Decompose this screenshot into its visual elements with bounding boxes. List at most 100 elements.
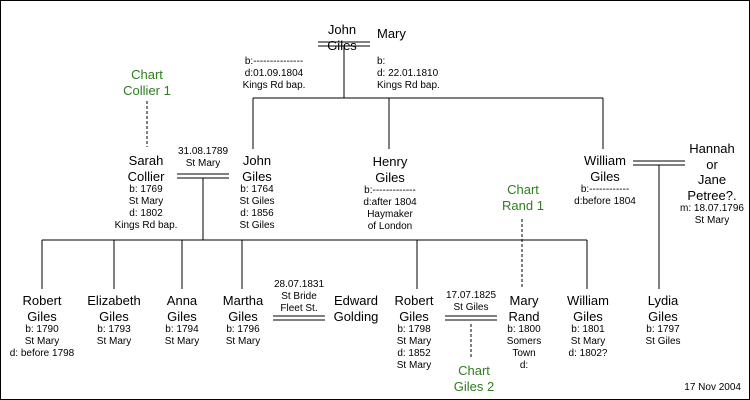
person-elizabeth-giles: Elizabeth Giles b: 1793 St Mary (87, 293, 140, 348)
person-name: Robert (22, 293, 62, 308)
person-anna-giles: Anna Giles b: 1794 St Mary (165, 293, 199, 348)
person-name: Giles (327, 37, 357, 53)
person-detail: b: 1794 (165, 324, 199, 336)
person-detail: b: 1798 (397, 324, 431, 336)
person-detail: d: before 1798 (9, 348, 75, 360)
person-detail: b: 1793 (97, 324, 131, 336)
person-detail: Kings Rd bap. (377, 80, 440, 91)
person-henry-giles: Henry Giles b:------------- d:after 1804… (363, 154, 416, 233)
person-name: Elizabeth (87, 293, 141, 308)
person-name: Robert (394, 293, 434, 308)
person-name: Giles (167, 308, 197, 324)
person-detail: St Mary (164, 336, 200, 348)
person-detail: St Giles (239, 220, 275, 232)
chart-link-text: Giles 2 (453, 378, 495, 394)
person-lydia-giles: Lydia Giles b: 1797 St Giles (645, 293, 680, 348)
chart-link-text: Chart (131, 67, 163, 82)
person-name: Rand (508, 308, 540, 324)
person-name: William (567, 293, 609, 308)
person-detail: St Mary (96, 336, 132, 348)
person-detail: m: 18.07.1796 (680, 203, 744, 215)
person-detail: St Giles (645, 336, 681, 348)
chart-link-rand-1[interactable]: Chart Rand 1 (502, 182, 544, 213)
person-name: John (327, 22, 357, 37)
person-name: or (706, 156, 718, 172)
person-detail: d: 22.01.1810 (377, 68, 439, 79)
person-robert-giles-1: Robert Giles b: 1790 St Mary d: before 1… (10, 293, 75, 360)
person-martha-giles: Martha Giles b: 1796 St Mary (223, 293, 263, 348)
person-william-giles-sr: William Giles b:------------ d:before 18… (574, 153, 636, 208)
person-detail: b: 1790 (25, 324, 59, 336)
person-detail: St Mary (128, 196, 164, 208)
person-detail: d: 1852 (397, 348, 431, 360)
person-detail: d: (519, 360, 529, 372)
person-detail: St Mary (24, 336, 60, 348)
person-hannah-petree: Hannah or Jane Petree?. m: 18.07.1796 St… (680, 141, 744, 227)
chart-link-text: Chart (458, 363, 490, 378)
person-detail: Kings Rd bap. (114, 220, 178, 232)
person-detail: b: 1797 (646, 324, 680, 336)
person-name: John (242, 153, 272, 168)
marriage-info-martha-edward: 28.07.1831 St Bride Fleet St. (274, 279, 324, 315)
person-name: Giles (648, 308, 678, 324)
person-name: Petree?. (687, 187, 737, 203)
person-detail: d:01.09.1804 (244, 68, 304, 79)
person-name: Giles (573, 308, 603, 324)
person-name: Martha (222, 293, 264, 308)
chart-link-text: Rand 1 (502, 197, 544, 213)
person-william-giles-jr: William Giles b: 1801 St Mary d: 1802? (567, 293, 609, 360)
marriage-place: Fleet St. (280, 303, 318, 314)
person-detail: d: 1802? (568, 348, 608, 360)
person-detail: b: 1769 (129, 184, 163, 196)
person-detail: b:------------- (364, 185, 416, 197)
person-name: Giles (242, 168, 272, 184)
person-detail: St Mary (694, 215, 730, 227)
person-name: Collier (127, 168, 165, 184)
person-detail: b: 1796 (226, 324, 260, 336)
person-sarah-collier: Sarah Collier b: 1769 St Mary d: 1802 Ki… (115, 153, 178, 232)
marriage-info-sarah-john: 31.08.1789 St Mary (178, 146, 228, 170)
person-detail: b:------------ (580, 184, 630, 196)
person-detail: St Mary (570, 336, 606, 348)
person-detail: d: 1802 (129, 208, 163, 220)
person-name: Giles (27, 308, 57, 324)
person-name: Giles (99, 308, 129, 324)
person-name: Mary (509, 293, 539, 308)
person-info-john-giles-sr: b:--------------- d:01.09.1804 Kings Rd … (243, 56, 306, 92)
chart-date: 17 Nov 2004 (684, 382, 741, 393)
marriage-date: 28.07.1831 (273, 279, 325, 290)
person-detail: b: 1764 (240, 184, 274, 196)
person-mary: Mary (377, 26, 406, 42)
person-name: Mary (377, 26, 406, 41)
person-mary-rand: Mary Rand b: 1800 Somers Town d: (507, 293, 541, 372)
marriage-info-robert-mary: 17.07.1825 St Giles (446, 290, 496, 314)
person-detail: d: 1856 (240, 208, 274, 220)
person-name: Edward (333, 293, 379, 308)
marriage-date: 17.07.1825 (445, 290, 497, 301)
marriage-place: St Giles (453, 302, 489, 313)
person-detail: St Mary (396, 336, 432, 348)
person-name: Lydia (647, 293, 679, 308)
person-detail: b: 1801 (571, 324, 605, 336)
person-detail: Somers (506, 336, 542, 348)
person-edward-golding: Edward Golding (334, 293, 379, 324)
person-name: Sarah (128, 153, 164, 168)
person-detail: b: (377, 56, 386, 67)
marriage-place: St Bride (281, 291, 317, 302)
person-name: Golding (333, 308, 379, 324)
person-name: William (584, 153, 626, 168)
chart-link-giles-2[interactable]: Chart Giles 2 (454, 363, 494, 394)
person-detail: b: 1800 (507, 324, 541, 336)
person-john-giles-sr: John Giles (327, 22, 357, 53)
chart-link-collier-1[interactable]: Chart Collier 1 (123, 67, 171, 98)
person-detail: St Mary (225, 336, 261, 348)
person-detail: Haymaker (367, 209, 413, 221)
person-name: Jane (697, 172, 727, 188)
person-detail: Kings Rd bap. (242, 80, 306, 91)
person-detail: b:--------------- (244, 56, 304, 67)
person-name: Giles (228, 308, 258, 324)
person-detail: d:before 1804 (574, 196, 636, 208)
person-name: Anna (166, 293, 198, 308)
